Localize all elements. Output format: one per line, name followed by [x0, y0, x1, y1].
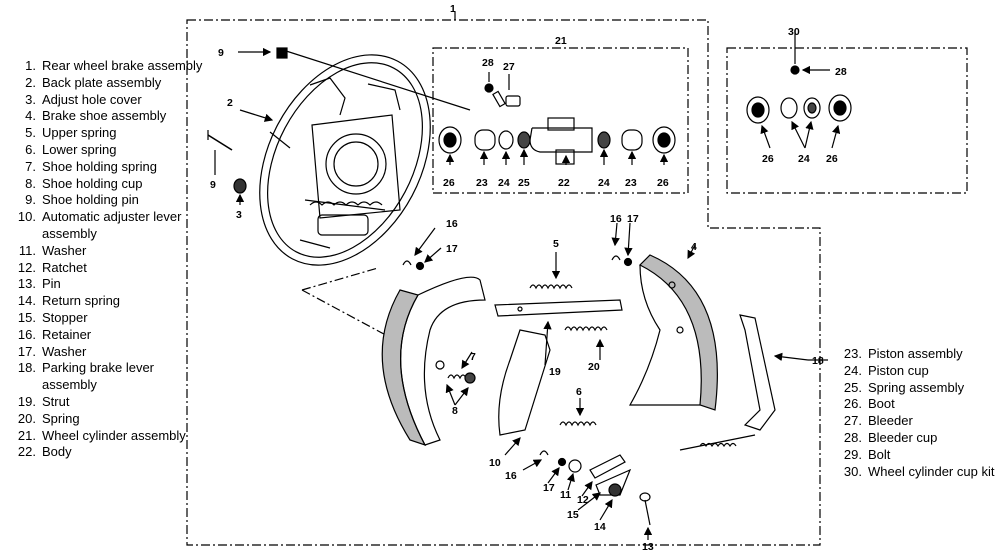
- callout-9-left: 9: [210, 179, 216, 191]
- callout-17-bottom: 17: [543, 482, 555, 494]
- callout-3: 3: [236, 209, 242, 221]
- callout-16-right: 16: [610, 213, 622, 225]
- callout-17-left: 17: [446, 243, 458, 255]
- legend-item: 27.Bleeder: [843, 413, 913, 429]
- callout-25: 25: [518, 177, 530, 189]
- callout-16-bottom: 16: [505, 470, 517, 482]
- legend-item: 17.Washer: [17, 343, 87, 359]
- callout-23-left: 23: [476, 177, 488, 189]
- legend-item: 10.Automatic adjuster lever assembly: [17, 209, 182, 241]
- callout-14: 14: [594, 521, 606, 533]
- legend-item: 1.Rear wheel brake assembly: [25, 58, 203, 73]
- callout-28-kit: 28: [835, 66, 847, 78]
- lower-spring: [559, 398, 597, 427]
- shoe-holding-pin: [207, 130, 233, 151]
- callout-26-kit-left: 26: [762, 153, 774, 165]
- legend-item: 15.Stopper: [17, 309, 88, 325]
- callout-18: 18: [812, 355, 824, 367]
- legend-item: 8.Shoe holding cup: [25, 175, 143, 191]
- back-plate: [259, 54, 431, 266]
- callout-13: 13: [642, 541, 654, 553]
- legend-item: 24.Piston cup: [843, 362, 929, 378]
- legend-right: 23.Piston assembly 24.Piston cup 25.Spri…: [832, 346, 1000, 480]
- legend-item: 5.Upper spring: [25, 125, 117, 141]
- legend-item: 26.Boot: [843, 396, 895, 412]
- callout-6: 6: [576, 386, 582, 398]
- strut: [494, 299, 623, 317]
- callout-10: 10: [489, 457, 501, 469]
- callout-20: 20: [588, 361, 600, 373]
- hold-down-spring: [447, 372, 476, 384]
- legend-left: 1.Rear wheel brake assembly 2.Back plate…: [6, 58, 206, 461]
- legend-item: 2.Back plate assembly: [25, 74, 162, 90]
- legend-item: 11.Washer: [18, 242, 87, 258]
- legend-item: 18.Parking brake lever assembly: [17, 360, 154, 393]
- callout-4: 4: [691, 241, 697, 253]
- brake-shoe-right: [628, 254, 718, 411]
- callout-26-left: 26: [443, 177, 455, 189]
- wheel-cylinder-parts: [438, 72, 676, 165]
- strut-spring: [564, 326, 608, 360]
- adjuster-lever: [498, 329, 551, 436]
- upper-spring: [529, 252, 573, 290]
- callout-5: 5: [553, 238, 559, 250]
- parking-brake-lever: [679, 314, 776, 451]
- legend-item: 14.Return spring: [17, 293, 121, 309]
- legend-item: 30.Wheel cylinder cup kit: [843, 463, 995, 479]
- assembly-outline: [186, 19, 968, 546]
- legend-item: 3.Adjust hole cover: [25, 91, 142, 107]
- callout-7: 7: [470, 351, 476, 363]
- legend-item: 23.Piston assembly: [843, 346, 963, 361]
- legend-item: 16.Retainer: [17, 326, 92, 342]
- callout-28-top: 28: [482, 57, 494, 69]
- callout-23-right: 23: [625, 177, 637, 189]
- callout-24-left: 24: [498, 177, 510, 189]
- callout-24-right: 24: [598, 177, 610, 189]
- legend-item: 25.Spring assembly: [843, 379, 965, 395]
- legend-item: 13.Pin: [17, 276, 61, 292]
- callout-15: 15: [567, 509, 579, 521]
- legend-item: 20.Spring: [17, 410, 80, 426]
- callout-9-top: 9: [218, 47, 224, 59]
- callout-17-right: 17: [627, 213, 639, 225]
- brake-shoe-left: [381, 276, 486, 447]
- bolt-part: [238, 47, 288, 59]
- callout-26-right: 26: [657, 177, 669, 189]
- callout-26-kit-right: 26: [826, 153, 838, 165]
- legend-item: 7.Shoe holding spring: [25, 158, 157, 174]
- callout-1: 1: [450, 3, 456, 15]
- callout-22: 22: [558, 177, 570, 189]
- legend-item: 6.Lower spring: [25, 141, 117, 157]
- callout-8: 8: [452, 405, 458, 417]
- legend-item: 29.Bolt: [843, 446, 891, 462]
- legend-item: 4.Brake shoe assembly: [25, 108, 167, 124]
- legend-item: 12.Ratchet: [17, 259, 87, 275]
- callout-12: 12: [577, 494, 589, 506]
- callout-2: 2: [227, 97, 233, 109]
- callout-19: 19: [549, 366, 561, 378]
- legend-item: 28.Bleeder cup: [843, 429, 938, 445]
- legend-item: 22.Body: [17, 444, 72, 460]
- adjuster-small-parts: [539, 450, 651, 526]
- callout-21: 21: [555, 35, 567, 47]
- callout-30: 30: [788, 26, 800, 38]
- callout-11: 11: [560, 489, 571, 501]
- legend-item: 9.Shoe holding pin: [25, 192, 139, 208]
- callout-16-left: 16: [446, 218, 458, 230]
- legend-item: 21.Wheel cylinder assembly: [17, 427, 186, 443]
- legend-item: 19.Strut: [17, 393, 70, 409]
- callout-27: 27: [503, 61, 515, 73]
- callout-24-kit: 24: [798, 153, 810, 165]
- adjust-hole-cover: [233, 178, 247, 205]
- cup-kit-parts: [746, 30, 852, 149]
